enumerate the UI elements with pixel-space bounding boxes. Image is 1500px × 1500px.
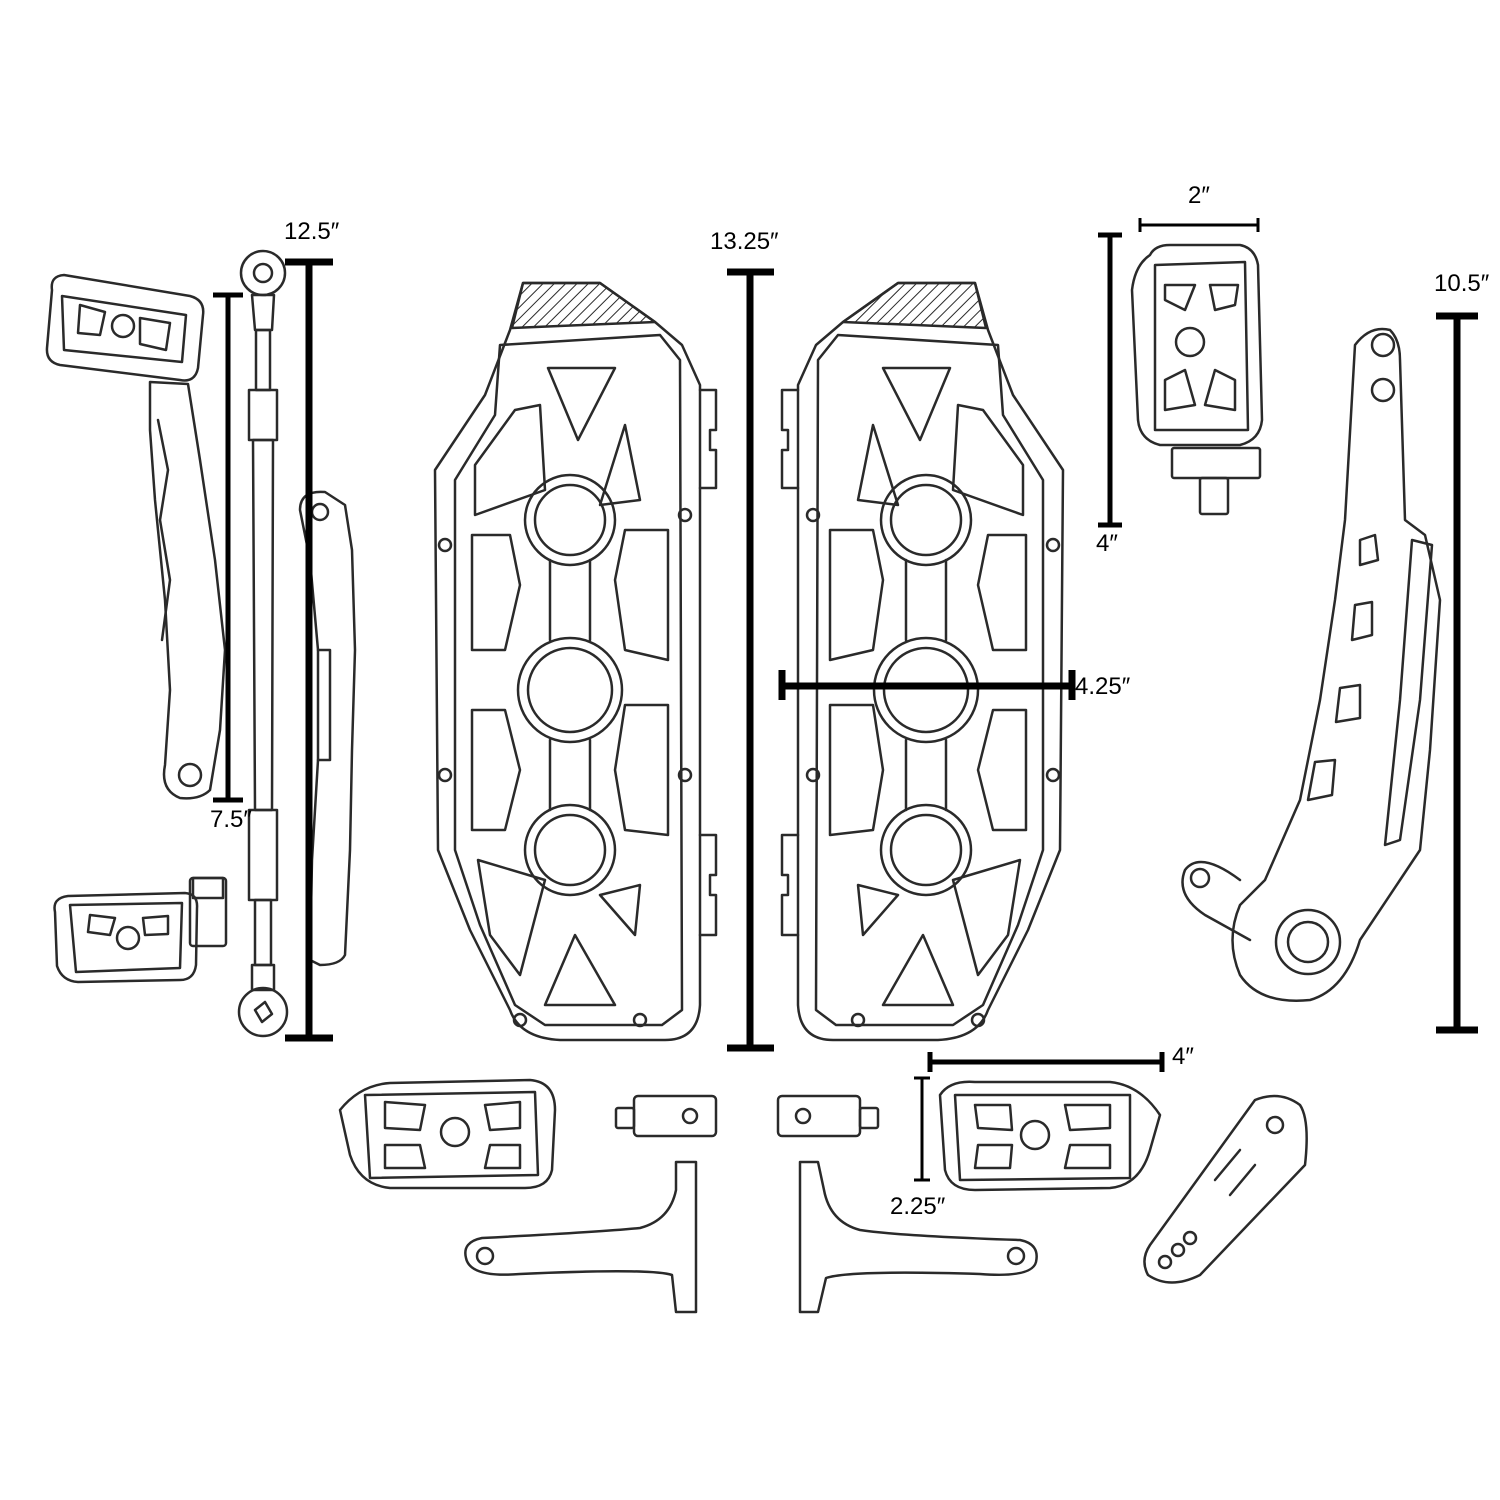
floorboard-left <box>433 281 718 1042</box>
dim-7-5-line <box>213 292 243 803</box>
peg-bottom-right <box>938 1080 1162 1192</box>
dim-4-bottom-line <box>927 1052 1165 1072</box>
heel-plate-part <box>1143 1094 1308 1284</box>
peg-top-right <box>1130 243 1264 516</box>
dim-label-linkage-rod-length: 12.5″ <box>284 218 340 245</box>
bracket-right <box>798 1160 1038 1314</box>
dim-12-5-line <box>285 258 333 1042</box>
mount-block-right <box>776 1094 880 1138</box>
peg-bottom-left <box>338 1078 557 1190</box>
dim-label-floorboard-width: 4.25″ <box>1075 673 1131 700</box>
mount-block-left <box>614 1094 718 1138</box>
dim-10-5-line <box>1436 312 1478 1034</box>
dim-2-line <box>1138 218 1260 232</box>
dim-4-top-line <box>1098 232 1122 528</box>
dim-13-25-line <box>727 268 774 1052</box>
bracket-left <box>464 1160 698 1314</box>
dim-label-floorboard-length: 13.25″ <box>710 228 779 255</box>
shift-lever-part <box>45 273 227 800</box>
linkage-rod-part <box>237 249 289 1038</box>
dim-4-25-line <box>778 670 1076 700</box>
brake-arm-part <box>1181 327 1442 1002</box>
floorboard-right <box>780 281 1065 1042</box>
dimension-lines <box>213 218 1478 1182</box>
dim-label-peg-top-width: 2″ <box>1188 182 1210 209</box>
dim-2-25-line <box>914 1076 930 1182</box>
dim-label-brake-arm-length: 10.5″ <box>1434 270 1490 297</box>
small-peg-left <box>53 876 228 984</box>
dim-label-peg-bottom-width: 4″ <box>1172 1043 1194 1070</box>
dim-label-lever-pedal-height: 7.5″ <box>210 806 252 833</box>
dim-label-peg-bottom-height: 2.25″ <box>890 1193 946 1220</box>
dim-label-peg-top-height: 4″ <box>1096 530 1118 557</box>
